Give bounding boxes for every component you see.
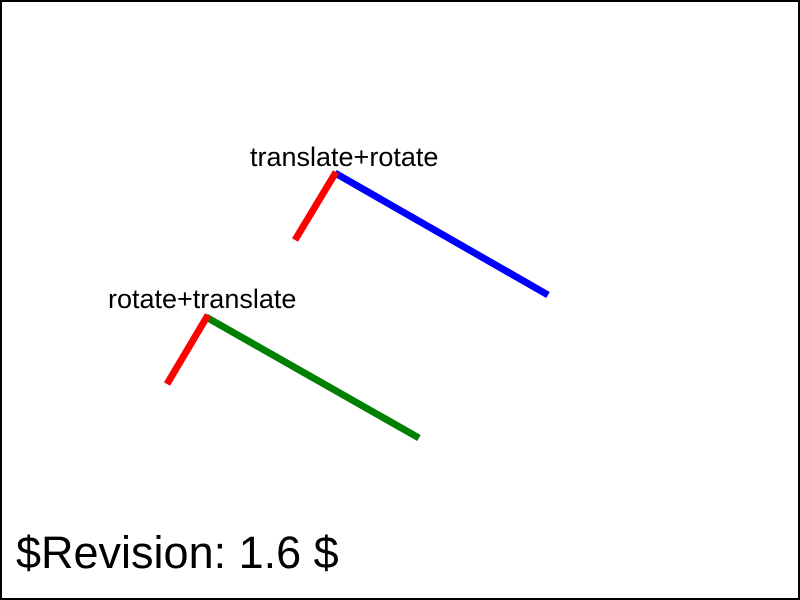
rotate-translate-x-axis (204, 313, 421, 442)
translate-rotate-group: translate+rotate (250, 142, 550, 299)
translate-rotate-x-axis (333, 169, 550, 299)
translate-rotate-label: translate+rotate (250, 142, 438, 172)
rotate-translate-group: rotate+translate (108, 284, 421, 442)
rotate-translate-label: rotate+translate (108, 284, 296, 314)
revision-text: $Revision: 1.6 $ (16, 527, 339, 578)
rotate-translate-y-axis (163, 313, 212, 386)
translate-rotate-y-axis (292, 170, 339, 242)
